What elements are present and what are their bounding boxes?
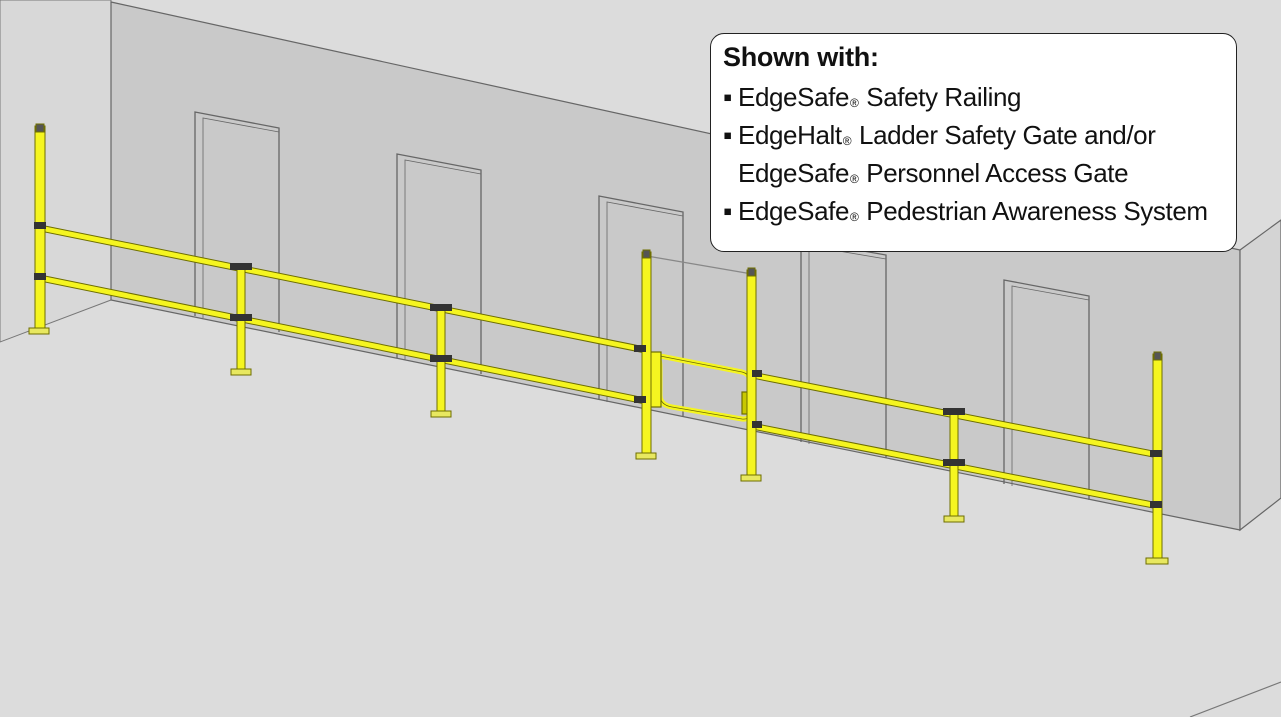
list-item-pedestrian-awareness: ▪EdgeSafe® Pedestrian Awareness System	[723, 192, 1224, 230]
rail-clamps	[34, 222, 1162, 508]
doors	[194, 111, 1090, 500]
bullet-icon: ▪	[723, 120, 732, 150]
list-item-gates: ▪EdgeHalt® Ladder Safety Gate and/or Edg…	[723, 116, 1224, 192]
floor-edge	[1189, 681, 1281, 717]
door-3	[598, 195, 684, 416]
gate-wire	[646, 255, 753, 275]
gate-post-left	[641, 251, 652, 455]
list-item-safety-railing: ▪EdgeSafe® Safety Railing	[723, 78, 1224, 116]
bullet-icon: ▪	[723, 196, 732, 226]
callout-title: Shown with:	[723, 42, 879, 72]
shown-with-callout: Shown with: ▪EdgeSafe® Safety Railing ▪E…	[710, 33, 1237, 252]
callout-list: ▪EdgeSafe® Safety Railing ▪EdgeHalt® Lad…	[723, 78, 1224, 230]
door-5	[1003, 279, 1090, 500]
right-wall	[1239, 219, 1281, 532]
bullet-icon: ▪	[723, 82, 732, 112]
door-2	[396, 153, 482, 374]
door-1	[194, 111, 280, 332]
